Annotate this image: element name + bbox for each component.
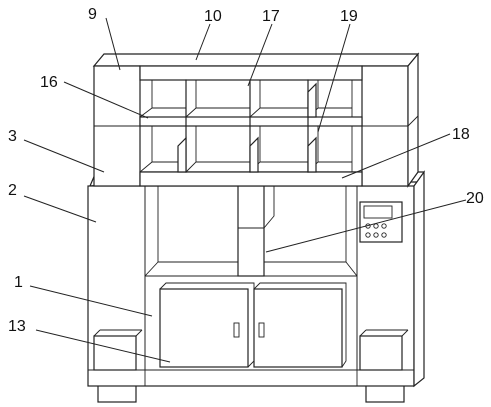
divider-side xyxy=(263,186,275,229)
control-button xyxy=(365,232,371,238)
post-block xyxy=(307,136,317,173)
label-17: 17 xyxy=(262,8,280,25)
leader-2 xyxy=(23,195,97,223)
right-bottom-box-edge xyxy=(359,329,367,337)
cell-back xyxy=(249,80,261,118)
post-block xyxy=(177,136,187,173)
leader-9 xyxy=(105,17,121,71)
label-9: 9 xyxy=(88,6,97,23)
lower-cabinet-right-side xyxy=(413,170,425,388)
label-1: 1 xyxy=(14,274,23,291)
label-13: 13 xyxy=(8,318,26,335)
left-door xyxy=(159,288,249,368)
leader-18 xyxy=(341,133,451,179)
leader-1 xyxy=(29,285,153,317)
top-beam xyxy=(139,65,363,81)
right-foot xyxy=(365,384,405,403)
right-door-edge xyxy=(253,282,347,368)
control-button xyxy=(381,232,387,238)
left-bottom-box-edge xyxy=(135,329,143,337)
cell-back xyxy=(185,126,197,173)
leader-20 xyxy=(265,199,467,253)
reference-numerals: 9 10 17 19 16 3 18 2 20 1 13 xyxy=(8,6,484,335)
cabinet-doors xyxy=(144,275,358,371)
bottom-beam xyxy=(139,171,363,187)
label-10: 10 xyxy=(204,8,222,25)
control-button xyxy=(381,223,387,229)
middle-right-depth xyxy=(345,261,358,277)
leader-17 xyxy=(247,23,273,87)
right-bottom-box xyxy=(359,335,403,371)
cell-back xyxy=(185,80,197,118)
left-bottom-box-edge xyxy=(93,329,101,337)
right-tower-side-seam xyxy=(407,115,419,127)
label-19: 19 xyxy=(340,8,358,25)
label-3: 3 xyxy=(8,128,17,145)
control-panel xyxy=(359,201,403,243)
label-2: 2 xyxy=(8,182,17,199)
middle-beam xyxy=(139,116,363,127)
cell-back xyxy=(139,126,153,173)
support-feet xyxy=(97,384,405,403)
left-foot xyxy=(97,384,137,403)
vertical-divider xyxy=(237,185,265,277)
leader-10 xyxy=(195,23,211,61)
door-frame xyxy=(144,275,358,371)
leader-13 xyxy=(35,329,171,363)
middle-left-depth xyxy=(144,261,159,277)
right-tower-side xyxy=(407,52,419,188)
bottom-side-boxes xyxy=(93,329,409,371)
right-door-handle xyxy=(258,322,265,338)
left-door-edge xyxy=(159,282,255,368)
left-bottom-box xyxy=(93,335,137,371)
leader-16 xyxy=(63,81,149,119)
post-block xyxy=(249,136,259,173)
control-button xyxy=(373,232,379,238)
upper-shelf-unit xyxy=(92,52,420,188)
label-16: 16 xyxy=(40,74,58,91)
control-display xyxy=(363,205,393,219)
right-bottom-box-edge xyxy=(401,329,409,337)
leader-3 xyxy=(23,139,105,173)
label-20: 20 xyxy=(466,190,484,207)
control-panel-housing xyxy=(359,201,403,243)
label-18: 18 xyxy=(452,126,470,143)
left-door-handle xyxy=(233,322,240,338)
cell-back xyxy=(139,80,153,118)
leader-19 xyxy=(317,23,351,133)
right-door xyxy=(253,288,343,368)
post-block xyxy=(307,82,317,118)
leader-lines xyxy=(23,17,467,363)
